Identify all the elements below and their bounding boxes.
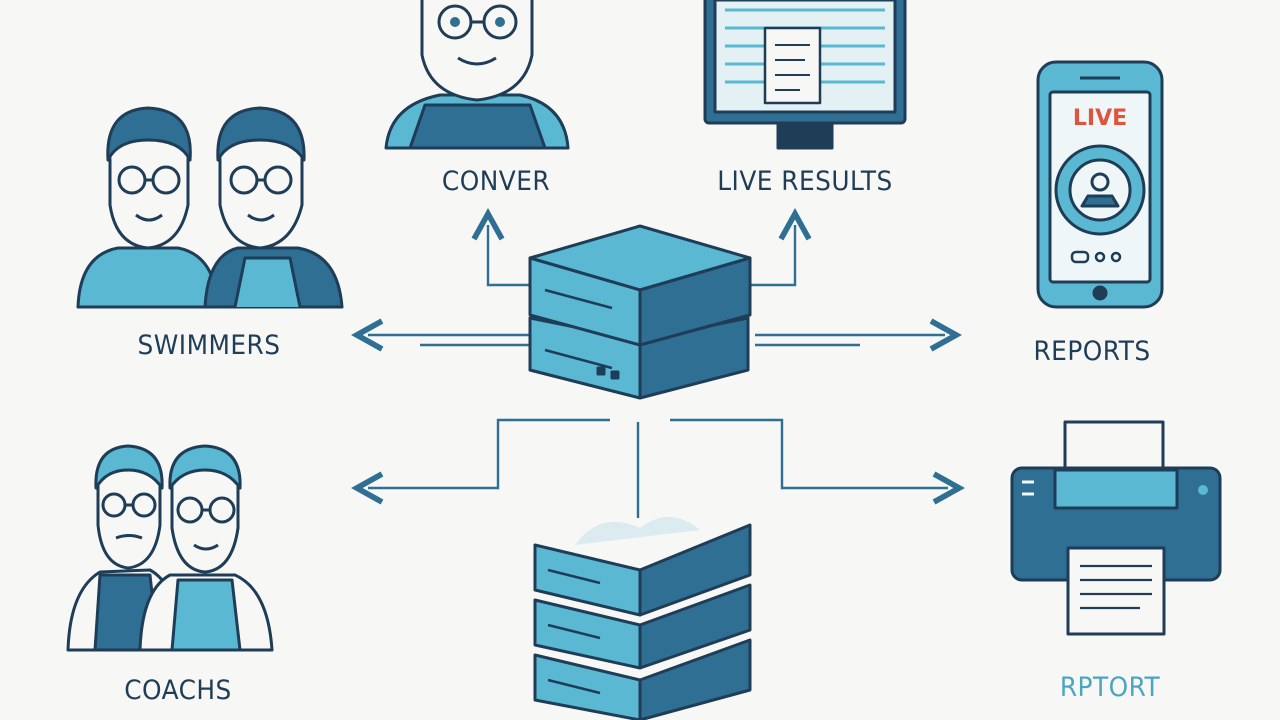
label-live-results: LIVE RESULTS — [717, 166, 893, 197]
label-swimmers: SWIMMERS — [137, 330, 281, 361]
database-server-icon — [533, 516, 752, 720]
arrow-to-conver — [488, 225, 535, 287]
label-reports: REPORTS — [1033, 336, 1151, 367]
phone-live-text: LIVE — [1072, 106, 1128, 131]
swimmers-group-icon — [76, 106, 344, 309]
arrow-to-live-results — [750, 225, 795, 287]
central-server-icon — [528, 224, 752, 400]
arrow-to-coachs — [368, 418, 610, 488]
coachs-group-icon — [66, 444, 274, 652]
arrow-to-rptort — [670, 418, 948, 488]
label-conver: CONVER — [441, 166, 551, 197]
live-results-monitor-icon — [703, 0, 907, 150]
printer-icon — [1010, 420, 1222, 636]
label-rptort: RPTORT — [1059, 672, 1161, 703]
conver-person-icon — [384, 0, 570, 150]
phone-icon — [1036, 60, 1164, 309]
connectors — [368, 225, 948, 518]
label-coachs: COACHS — [124, 675, 232, 706]
